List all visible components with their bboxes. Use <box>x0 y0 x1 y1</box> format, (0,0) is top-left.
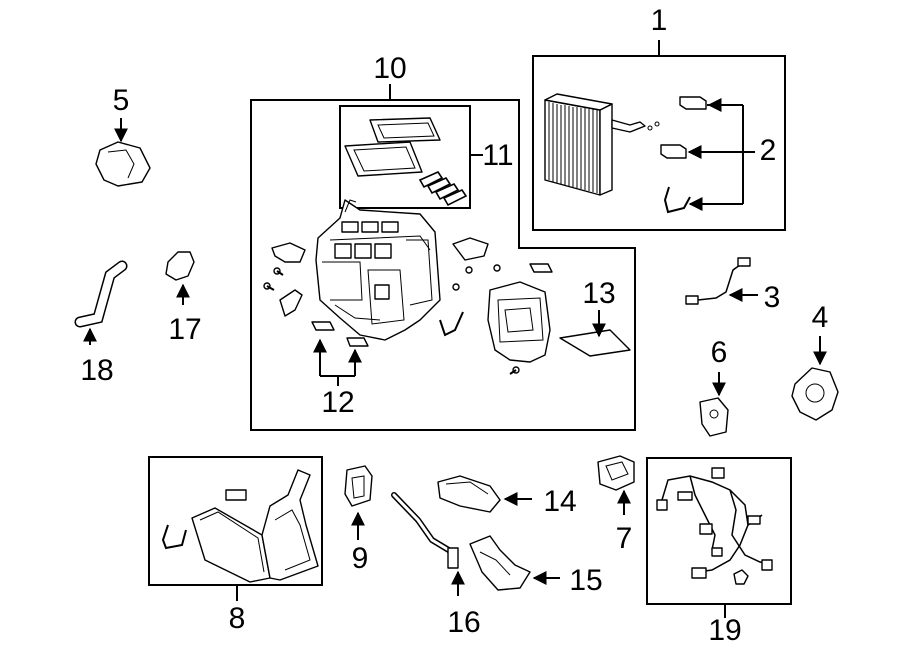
filter-box <box>339 105 471 209</box>
sensor-upper <box>679 96 707 110</box>
seal-12a <box>311 321 335 331</box>
clip-bracket <box>663 186 691 214</box>
evaporator-group: 1 2 <box>532 4 786 231</box>
callout-6[interactable]: 6 <box>711 336 728 369</box>
block-right <box>529 263 553 273</box>
callout-17[interactable]: 17 <box>168 313 201 346</box>
part-4: 4 <box>791 301 839 421</box>
callout-3[interactable]: 3 <box>764 281 781 314</box>
callout-19[interactable]: 19 <box>708 614 741 647</box>
callout-15[interactable]: 15 <box>569 564 602 597</box>
seal-12b <box>346 337 369 347</box>
part-6: 6 <box>699 336 729 437</box>
evaporator-core <box>544 93 660 196</box>
part-3-sensor: 3 <box>685 257 781 314</box>
callout-13[interactable]: 13 <box>582 277 615 310</box>
callout-7[interactable]: 7 <box>616 522 633 555</box>
actuator-left <box>271 242 306 263</box>
duct-clip <box>279 289 303 317</box>
part-15: 15 <box>469 535 603 597</box>
sensor-lower <box>660 144 687 159</box>
callout-14[interactable]: 14 <box>543 485 576 518</box>
filter-lower <box>344 141 423 177</box>
harness-box <box>646 457 792 605</box>
callout-10[interactable]: 10 <box>373 52 406 85</box>
callout-11[interactable]: 11 <box>482 139 513 172</box>
lower-case-box <box>148 456 323 586</box>
callout-12[interactable]: 12 <box>321 386 354 419</box>
callout-18[interactable]: 18 <box>80 354 113 387</box>
callout-1[interactable]: 1 <box>651 4 668 37</box>
duct-13 <box>559 329 631 357</box>
callout-4[interactable]: 4 <box>812 301 829 334</box>
lower-case-group: 8 <box>148 456 323 635</box>
callout-9[interactable]: 9 <box>352 542 369 575</box>
callout-2[interactable]: 2 <box>760 134 777 167</box>
bracket-right <box>439 311 464 337</box>
callout-8[interactable]: 8 <box>229 602 246 635</box>
part-16-cable: 16 <box>391 492 481 639</box>
heater-unit-box <box>250 99 636 431</box>
filter-seals <box>418 170 468 207</box>
blower-case <box>487 281 551 363</box>
part-5: 5 <box>95 84 151 187</box>
callout-16[interactable]: 16 <box>447 606 480 639</box>
heater-unit-group: 10 11 <box>250 52 636 431</box>
harness-group: 19 <box>646 457 792 647</box>
part-7: 7 <box>597 455 635 555</box>
wiring-harness <box>656 467 773 585</box>
part-14: 14 <box>437 475 577 518</box>
part-9: 9 <box>344 465 373 575</box>
callout-5[interactable]: 5 <box>113 84 130 117</box>
heater-unit-housing <box>315 199 441 341</box>
part-18-hose: 18 <box>74 260 128 387</box>
part-17: 17 <box>165 251 202 346</box>
actuator-right <box>452 237 489 261</box>
